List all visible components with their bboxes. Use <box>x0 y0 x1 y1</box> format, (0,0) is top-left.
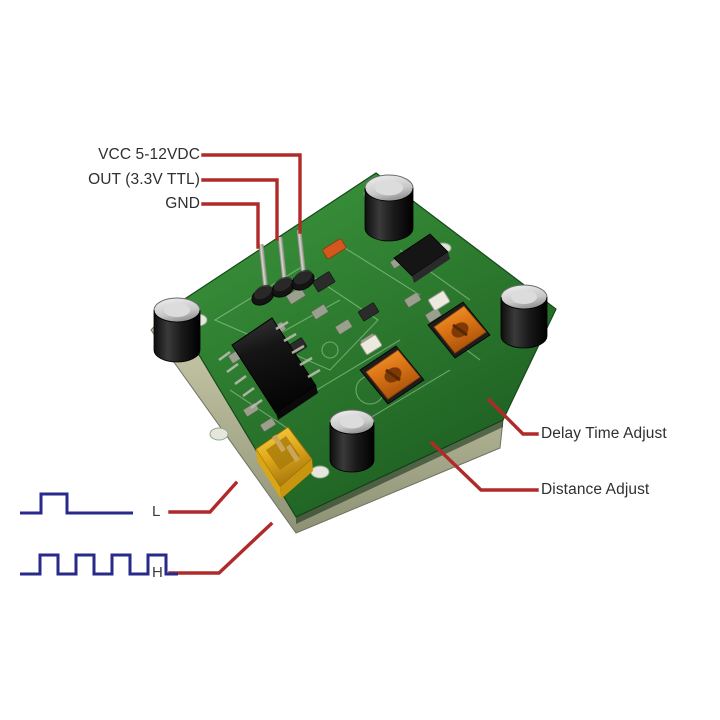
vcc-leader-line <box>201 153 302 234</box>
gnd-leader-line <box>201 202 260 249</box>
label-waveform-l: L <box>152 503 161 520</box>
pin-header <box>251 229 315 306</box>
out-leader-line <box>201 178 279 241</box>
delay-leader-line <box>486 397 539 436</box>
cap-left <box>153 297 201 363</box>
h-waveform-trace <box>20 553 178 576</box>
trimpot-distance <box>359 334 425 405</box>
distance-leader-line <box>429 440 539 492</box>
cap-bottom <box>329 409 375 473</box>
label-out: OUT (3.3V TTL) <box>88 171 200 188</box>
cap-right <box>500 284 548 349</box>
label-waveform-h: H <box>152 564 163 581</box>
h-leader-line <box>168 521 274 575</box>
jumper-trigger <box>255 426 313 499</box>
label-delay-time-adjust: Delay Time Adjust <box>541 425 667 442</box>
label-vcc: VCC 5-12VDC <box>98 146 200 163</box>
trimpot-delay <box>427 290 491 359</box>
l-leader-line <box>168 480 239 514</box>
label-gnd: GND <box>165 195 200 212</box>
l-waveform-trace <box>20 492 133 515</box>
regulator-ic <box>393 233 450 283</box>
label-distance-adjust: Distance Adjust <box>541 481 650 498</box>
controller-ic <box>218 317 321 420</box>
cap-top-right <box>364 174 414 242</box>
board-shadow <box>296 420 503 524</box>
diode <box>322 238 347 259</box>
